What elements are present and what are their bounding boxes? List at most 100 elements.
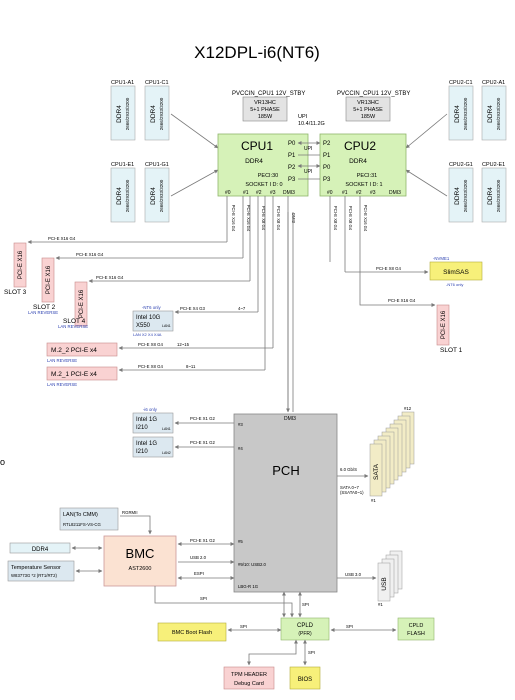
bmc-flash-label: BMC Boot Flash [172, 630, 212, 636]
slimsas-note: -NVME1 [433, 256, 450, 261]
link-label: PCI-E X1 G2 [190, 440, 215, 445]
bmc-link-label: USB 2.0 [190, 555, 207, 560]
vr-cpu1: PVCCIN_CPU1 12V_STBY VR13HC 5+1 PHASE 18… [232, 91, 305, 122]
cpu2-lane-label: PCI-E X16 G4 [363, 205, 368, 232]
vr-cpu2-power: 185W [361, 114, 376, 120]
pch-sata-ports: SATA 0~7(SSATA0~1) [340, 485, 364, 495]
sata-label: SATA [373, 463, 380, 480]
link-lanes: 8~11 [186, 364, 196, 369]
dimm-type: DDR4 [487, 187, 494, 205]
cpu1-port: P0 [288, 141, 296, 147]
cpu2-pin: #2 [356, 190, 362, 196]
cpu1: CPU1 DDR4 PECI:30 SOCKET I D: 0 P0 P1 P2… [217, 133, 309, 197]
vr-cpu1-title: PVCCIN_CPU1 12V_STBY [232, 91, 305, 97]
pch-name: PCH [272, 463, 299, 478]
cpu2-lane-label: PCI-E X8 G4 [333, 206, 338, 231]
dimm-speed: 2666/2933/3200 [125, 179, 130, 212]
dimm-speed: 2666/2933/3200 [496, 97, 501, 130]
pcie-slot-4: PCI-E X16 SLOT 4 LAN REVERSE [58, 281, 88, 329]
dimm-label: CPU2-G1 [449, 162, 473, 168]
cpu1-port: P3 [288, 177, 296, 183]
bios-label: BIOS [298, 677, 312, 683]
dimm-type: DDR4 [116, 105, 123, 123]
tpm-link [247, 639, 298, 666]
cpu2-pin: #0 [327, 190, 333, 196]
dimm-label: CPU1-G1 [145, 162, 169, 168]
pch-lpc: LBG-R 1G [238, 584, 259, 589]
dimm-label: CPU2-C1 [449, 80, 473, 86]
slimsas-sub: -NT6 only [446, 282, 463, 287]
i210-name: Intel 1G [136, 441, 157, 447]
left-marker: o [0, 457, 5, 467]
bmc-chip: AST2600 [129, 566, 152, 572]
bmc: BMC AST2600 [103, 535, 177, 587]
nic-10g: -NT6 only Intel 10G X550 LAN1 LAN X2 X4 … [132, 305, 174, 337]
pch: DMI3 PCH #3 #4 #5 #9/10: USB2.0 LBG-R 1G… [233, 413, 364, 593]
rgrmii-link [120, 515, 152, 535]
cpld-flash-label: CPLD [409, 623, 424, 629]
link-label: RGRMII [122, 510, 138, 515]
cpu1-name: CPU1 [241, 139, 273, 153]
cpu1-dmi-label: DMI3 [291, 213, 296, 224]
slimsas: -NVME1 SlimSAS -NT6 only [429, 256, 483, 287]
cpld-flash-sub: FLASH [407, 631, 425, 637]
link-label: PCI-E X1 G2 [190, 416, 215, 421]
nic-i210-2: Intel 1G I210 LAN2 [132, 436, 174, 458]
dimm-group: CPU1-A1 DDR4 2666/2933/3200 CPU1-C1 DDR4… [110, 80, 507, 223]
link-label: PCI-E X16 G4 [96, 275, 124, 280]
bmc-ddr-label: DDR4 [32, 547, 49, 553]
vr-cpu1-power: 185W [258, 114, 273, 120]
nic10g-sub: LAN X2 X4 X4A [133, 332, 162, 337]
nic10g-port: LAN1 [162, 324, 171, 328]
i210-port: LAN2 [162, 451, 171, 455]
slot-label: PCI-E X16 [18, 250, 24, 279]
vr-cpu2-phase: 5+1 PHASE [353, 107, 383, 113]
temp-label: Temperature Sensor [11, 565, 61, 571]
nic10g-name: Intel 10G [136, 315, 161, 321]
dimm-label: CPU1-C1 [145, 80, 169, 86]
cpu2-pin: #3 [370, 190, 376, 196]
pch-pin: #3 [238, 422, 243, 427]
tpm-header: TPM HEADER Debug Card [223, 666, 275, 690]
lan-cmm-chip: RTL8211FS-VS-CG [63, 522, 101, 527]
dimm-label: CPU2-A1 [482, 80, 505, 86]
temp-sensor: Temperature Sensor W83773G *2 (RT1/RT2) [7, 560, 75, 582]
bmc-spi-label: SPI [200, 596, 207, 601]
cpu2-lane-label: PCI-E X8 G4 [348, 206, 353, 231]
cpu2-pin: #1 [342, 190, 348, 196]
i210-port: LAN1 [162, 427, 171, 431]
dimm-speed: 2666/2933/3200 [125, 97, 130, 130]
dimm-type: DDR4 [487, 105, 494, 123]
i210-chip: I210 [136, 425, 148, 431]
pcie-slot-2: PCI-E X16 SLOT 2 LAN REVERSE [28, 257, 58, 315]
dimm-speed: 2666/2933/3200 [496, 179, 501, 212]
bmc-ddr: DDR4 [9, 542, 71, 554]
link-label: PCI-E X16 G4 [388, 298, 416, 303]
pch-usb3: USB 3.0 [345, 572, 362, 577]
vr-cpu2: PVCCIN_CPU1 12V_STBY VR13HC 5+1 PHASE 18… [337, 91, 410, 122]
lan-cmm-label: LAN(To CMM) [63, 512, 98, 518]
m2-note: LAN REVERSE [47, 382, 77, 387]
cpu1-pin: #2 [256, 190, 262, 196]
cpu2-port: P2 [323, 141, 331, 147]
cpu1-lane-label: PCI-E X8 G4 [261, 206, 266, 231]
spi-label: SPI [302, 602, 309, 607]
link-label: PCI-E X8 G4 [138, 364, 163, 369]
nic-i210-1: -i6 only Intel 1G I210 LAN1 [132, 407, 174, 434]
i210-links [174, 421, 234, 449]
cpu2-lanes [329, 196, 361, 300]
cpu2: CPU2 DDR4 PECI:31 SOCKET I D: 1 P2 P1 P0… [319, 133, 407, 197]
dimm-slot [144, 167, 170, 223]
dimm-speed: 2666/2933/3200 [463, 97, 468, 130]
usb-label: USB [381, 577, 388, 590]
m2-label: M.2_1 PCI-E x4 [51, 371, 97, 378]
link-lanes: 4~7 [238, 306, 246, 311]
cpu2-peci: PECI:31 [357, 173, 377, 179]
dimm-slot [448, 85, 474, 141]
pch-sata-speed: 6.0 Gb/S [340, 467, 357, 472]
nic10g-note: -NT6 only [142, 305, 161, 310]
sata-count: #1 [371, 498, 376, 503]
dimm-connectors [170, 113, 448, 197]
slot-label: PCI-E X16 [79, 289, 85, 318]
cpu1-lane-label: PCI-E X16 G4 [231, 205, 236, 232]
